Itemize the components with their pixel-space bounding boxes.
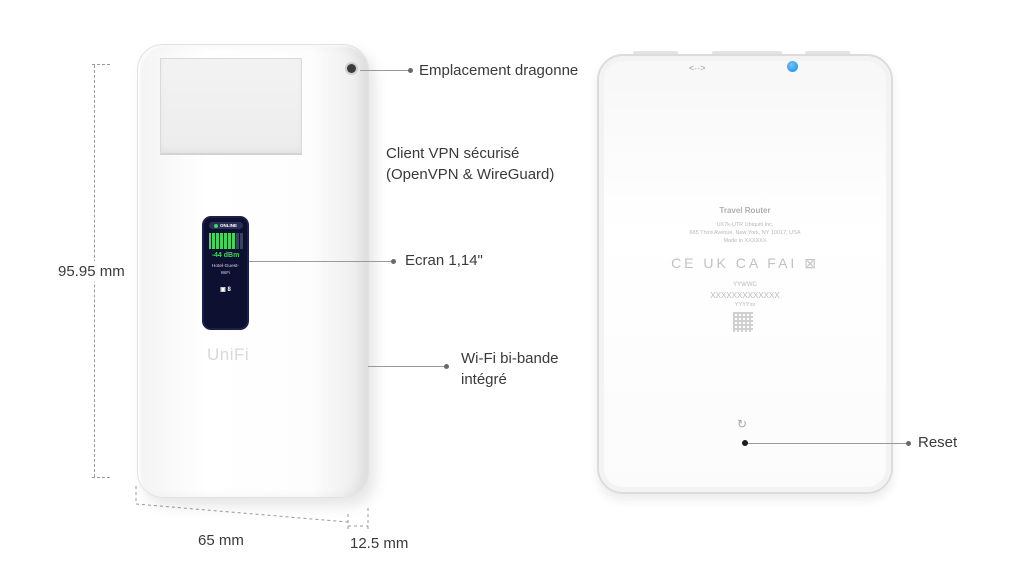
qr-code [733,312,753,332]
signal-bar [220,233,224,249]
reset-callout-line [748,443,908,444]
lanyard-slot [347,64,356,73]
label-serial: XXXXXXXXXXXXX [710,291,780,300]
online-dot-icon [213,223,218,228]
lanyard-callout-line [360,70,410,71]
signal-bar [231,233,235,249]
back-top-notch-right [805,51,850,55]
device-screen: ONLINE -44 dBm Hotel-Guest- WiFi ▣ 8 [204,218,247,328]
wifi-callout-dot [444,364,449,369]
height-dimension-tick-top [92,64,110,65]
certification-marks: CE UK CA FAI ⊠ [671,255,819,271]
height-dimension-label: 95.95 mm [58,261,125,282]
back-top-notch-left [633,51,678,55]
label-yywwc: YYWWC [733,282,757,288]
reset-callout-label: Reset [918,434,958,451]
signal-bar [239,233,243,249]
lanyard-callout-dot [408,68,413,73]
screen-ssid: Hotel-Guest- WiFi [204,264,247,277]
screen-ssid-line1: Hotel-Guest- [211,264,240,269]
back-top-notch-middle [712,51,782,55]
clients-icon: ▣ [220,287,226,293]
screen-callout-dot [391,259,396,264]
reset-callout-dot [906,441,911,446]
reset-icon: ↻ [737,417,748,431]
signal-bar [216,233,220,249]
wifi-callout-label-line2: intégré [461,371,507,388]
depth-dimension-label: 12.5 mm [350,535,409,552]
width-dimension-label: 65 mm [198,532,244,549]
screen-callout-line [249,261,393,262]
screen-ssid-line2: WiFi [220,270,231,276]
screen-status-text: ONLINE [219,223,237,228]
screen-clients: ▣ 8 [204,286,247,293]
screen-status-badge: ONLINE [208,222,243,229]
signal-bar [208,233,212,249]
back-device-body [597,54,893,494]
label-yyyy: YYYYxx [734,302,756,308]
signal-bar [227,233,231,249]
wifi-callout-label-line1: Wi-Fi bi-bande [461,350,559,367]
signal-bar [212,233,216,249]
screen-signal-value: -44 dBm [211,252,240,259]
signal-bar [235,233,239,249]
width-depth-dimension-lines [135,486,369,530]
reset-button[interactable] [742,440,748,446]
vpn-callout-label-line2: (OpenVPN & WireGuard) [386,166,555,183]
lanyard-callout-label: Emplacement dragonne [419,62,579,79]
front-device-flap [160,58,302,155]
signal-bars [208,233,243,249]
height-dimension-tick-bottom [92,477,110,478]
label-made-in: Made in XXXXXX [723,238,767,244]
globe-icon [787,61,798,72]
label-address: 685 Third Avenue, New York, NY 10017, US… [689,230,801,236]
vpn-callout-label-line1: Client VPN sécurisé [386,145,520,162]
label-model: UX7k-UTR Ubiquiti Inc. [716,222,774,228]
unifi-logo: UniFi [207,345,250,364]
screen-callout-label: Ecran 1,14" [405,252,483,269]
screen-clients-count: 8 [227,287,231,293]
wifi-callout-line [368,366,446,367]
signal-bar [224,233,227,249]
label-title: Travel Router [719,206,771,215]
ethernet-port-icon: <··> [689,63,706,73]
